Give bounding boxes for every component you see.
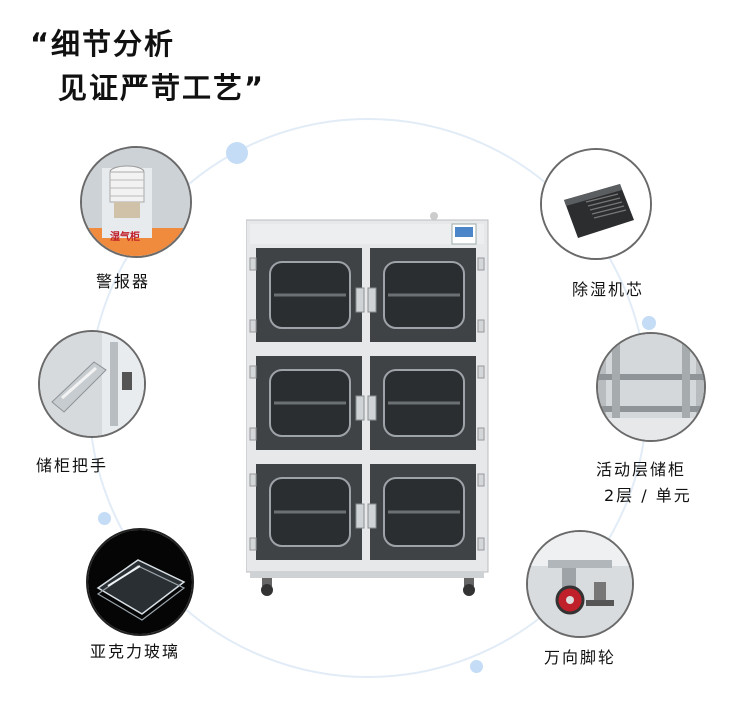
feature-label-shelves-sub: 2层 / 单元 [604,486,692,505]
handle-detail-image [38,330,146,438]
acrylic-glass-image [86,528,194,636]
dry-cabinet-image [246,212,489,596]
caster-wheel-image [526,530,634,638]
decorative-dot [470,660,483,673]
alarm-detail-image: 湿气柜 [80,146,192,258]
dehumidifier-core-image [540,148,652,260]
headline-line-2: 见证严苛工艺” [58,71,266,105]
feature-label-shelves: 活动层储柜 [596,460,687,479]
feature-label-acrylic: 亚克力玻璃 [90,642,181,661]
headline-line-1: “细节分析 [30,27,176,61]
adjustable-shelf-image [596,332,706,442]
feature-label-dehumidifier: 除湿机芯 [572,280,645,299]
feature-label-handle: 储柜把手 [36,456,109,475]
alarm-sticker-text: 湿气柜 [110,232,140,243]
decorative-dot [226,142,248,164]
decorative-dot [98,512,111,525]
headline: “细节分析 见证严苛工艺” [30,22,265,110]
decorative-dot [642,316,656,330]
feature-label-alarm: 警报器 [96,272,151,291]
feature-label-caster: 万向脚轮 [544,648,617,667]
